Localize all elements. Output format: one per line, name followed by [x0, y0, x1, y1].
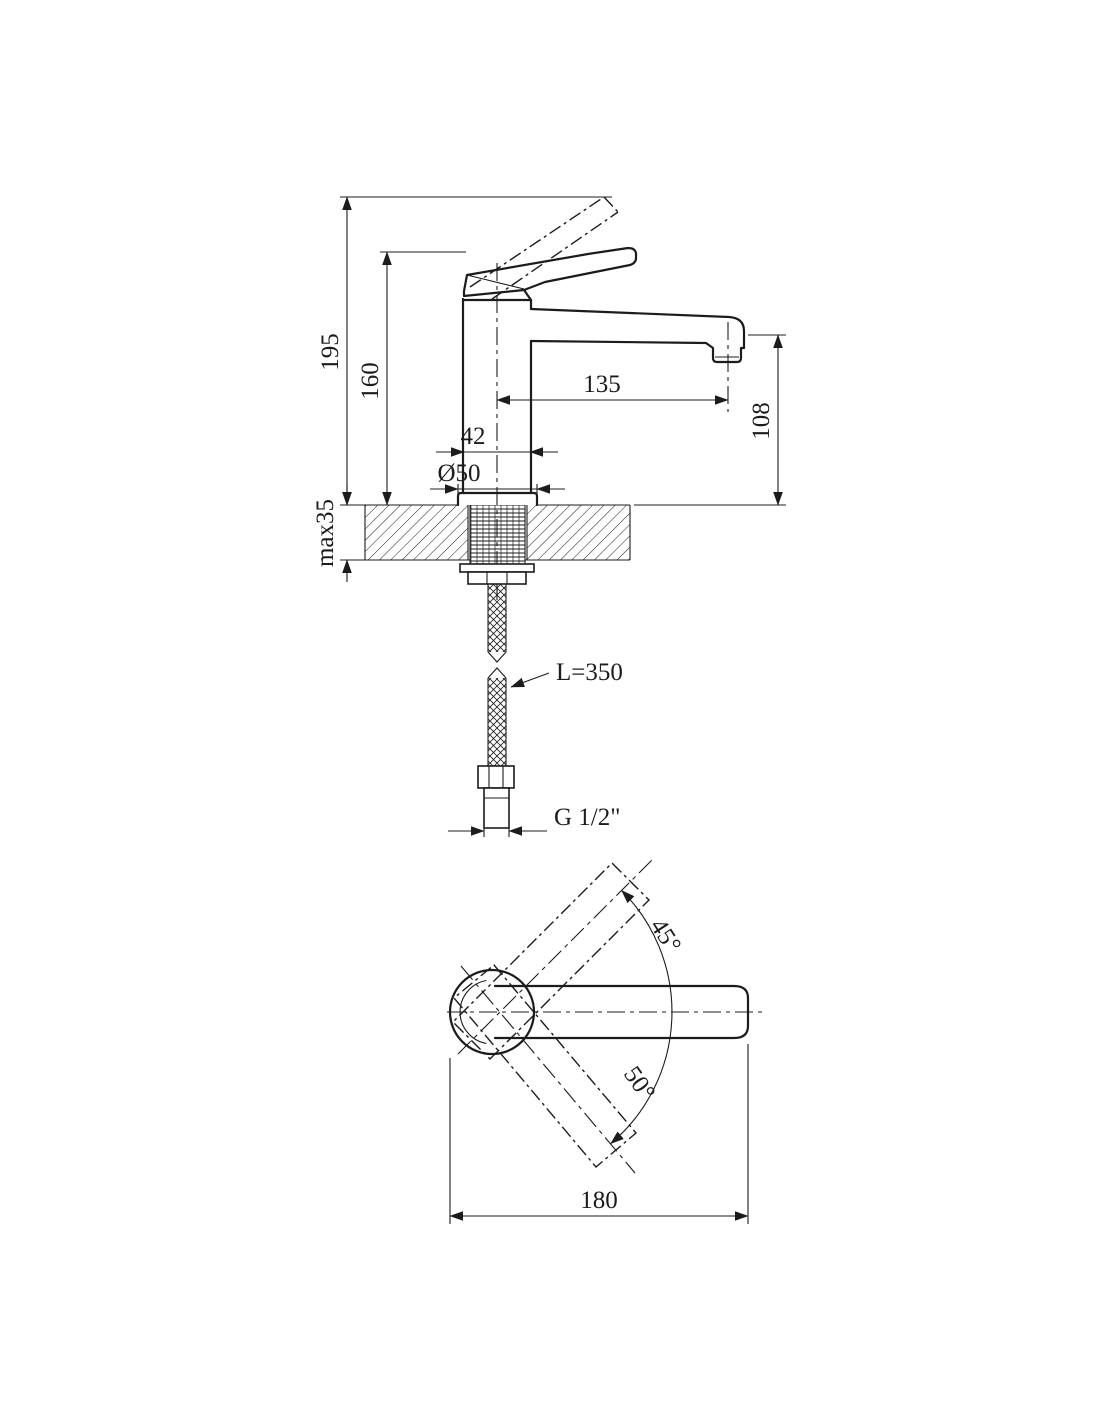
base-flange [456, 491, 539, 507]
handle-cap-circle [448, 968, 536, 1056]
faucet-body-outline [461, 297, 746, 495]
threaded-shank [470, 505, 525, 567]
hose-end-fitting [483, 787, 510, 829]
handle-cap-inner-arc [459, 979, 487, 1045]
dim-base-diameter: Ø50 [437, 460, 480, 487]
side-view: 195 160 135 108 42 [312, 196, 786, 837]
top-view: 45° 50° 180 [447, 859, 762, 1224]
dim-body-width: 42 [461, 423, 486, 450]
dim-height-body: 160 [357, 362, 384, 400]
dim-thread: G 1/2" [554, 804, 620, 831]
dim-angle-down: 50° [618, 1062, 660, 1106]
mounting-nut [467, 571, 527, 585]
flexible-hose [477, 584, 515, 829]
phantom-down-axis [460, 965, 636, 1174]
dimensions-top: 180 [449, 1044, 749, 1224]
spout-outline [529, 307, 746, 364]
dim-length-total: 180 [580, 1187, 618, 1214]
handle-outline [462, 246, 638, 302]
dim-spout-reach: 135 [583, 371, 621, 398]
countertop [364, 504, 631, 561]
phantom-handle-up-45 [452, 862, 650, 1060]
counter-hatch-left [365, 505, 468, 560]
hose-break-upper [487, 651, 507, 663]
phantom-lever-raised [469, 196, 619, 300]
handle-lever-outline [493, 984, 750, 1040]
dim-height-total: 195 [317, 333, 344, 371]
dim-counter-thickness: max35 [312, 499, 339, 567]
phantom-handle-down-50 [453, 964, 637, 1168]
leader-hose-length [510, 672, 550, 688]
dimensions-side: 195 160 135 108 42 [312, 196, 786, 837]
phantom-up-axis [457, 859, 653, 1055]
counter-hatch-right [527, 505, 630, 560]
mounting-shank [459, 505, 535, 585]
washer [459, 563, 535, 573]
hose-nut [477, 765, 515, 789]
swing-arc [610, 889, 673, 1145]
dim-spout-height: 108 [748, 402, 775, 440]
dim-hose-length: L=350 [556, 659, 623, 686]
hose-break-lower [487, 667, 507, 679]
dim-angle-up: 45° [644, 914, 686, 958]
ext-thread [483, 828, 510, 837]
